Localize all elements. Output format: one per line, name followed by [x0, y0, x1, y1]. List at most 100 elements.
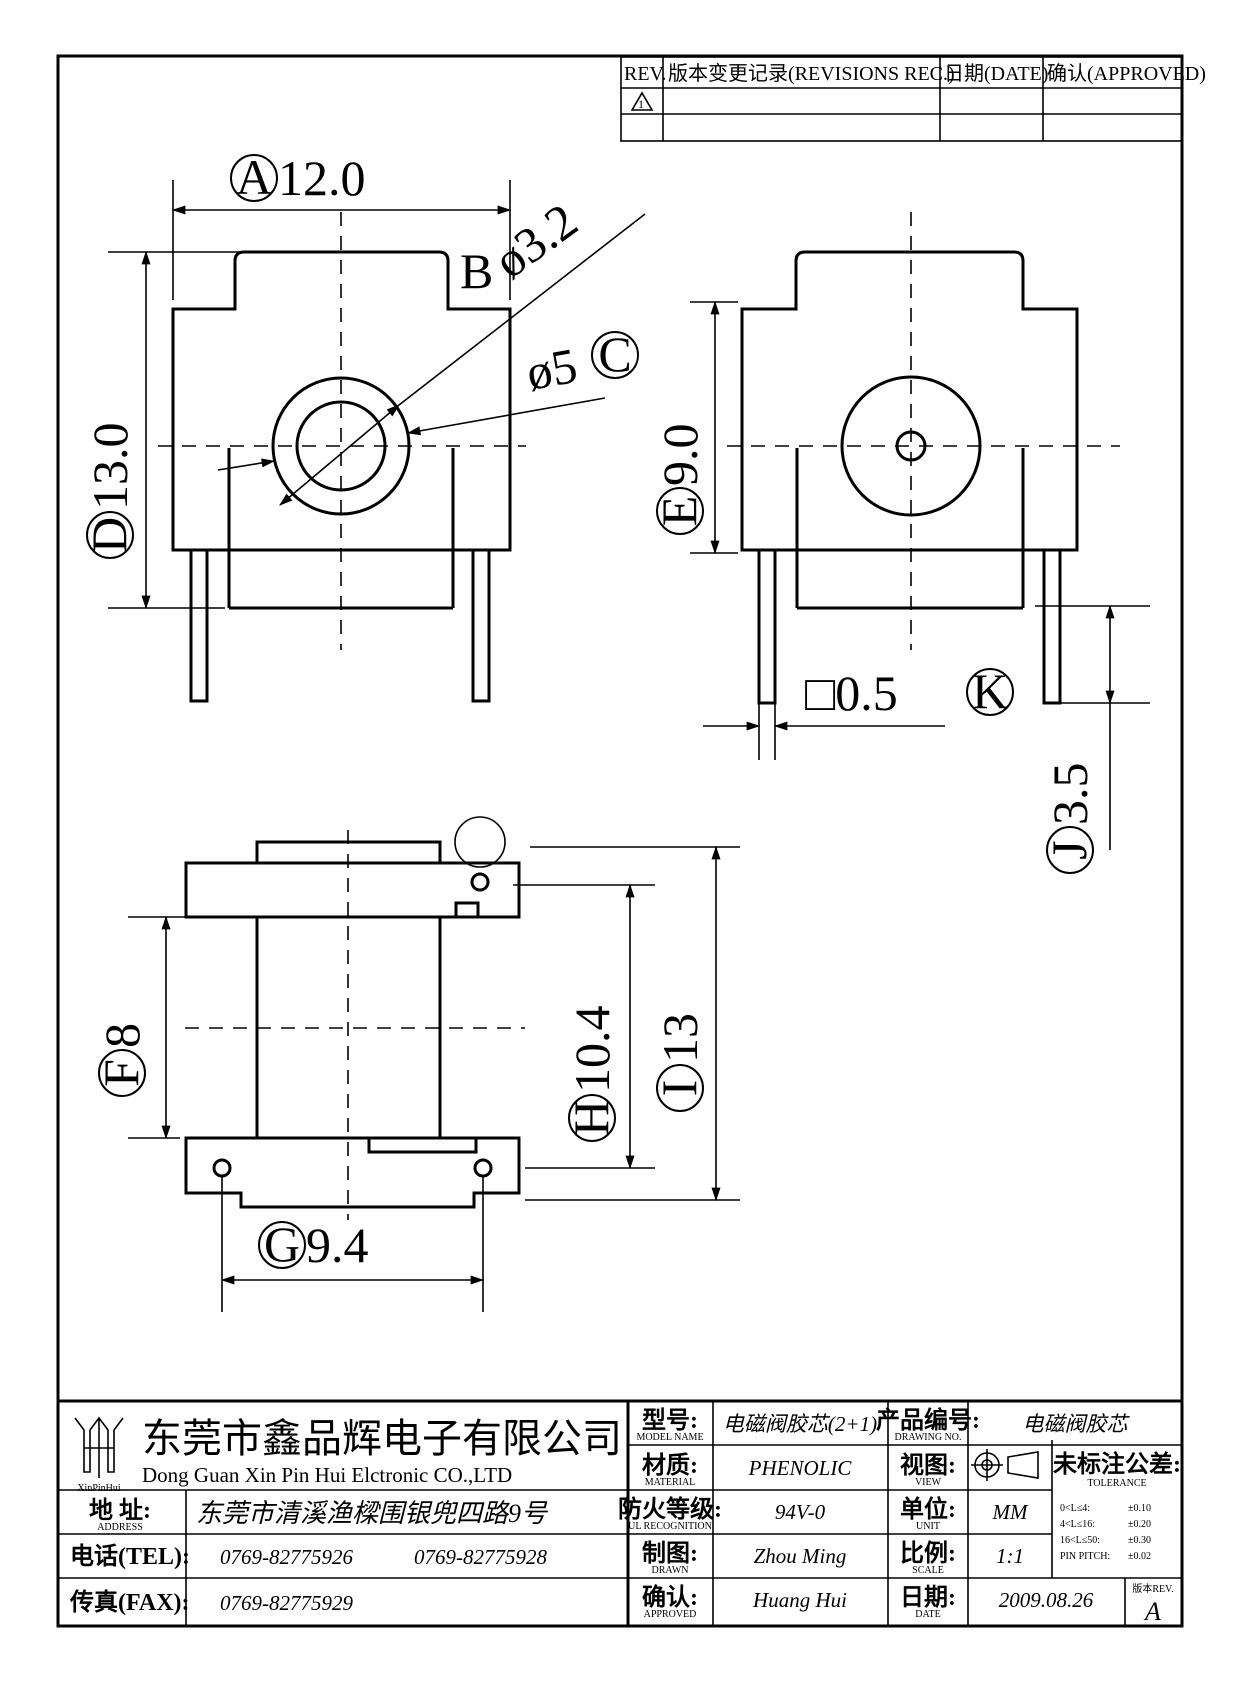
- core-circle: [840, 375, 982, 517]
- drawing-no-label-en: DRAWING NO.: [895, 1432, 962, 1443]
- tolerance-range-1: 0<L≤4:: [1060, 1503, 1090, 1514]
- tolerance-range-2: 4<L≤16:: [1060, 1519, 1095, 1530]
- bobbin-outline-front: [171, 250, 512, 552]
- bobbin-outline-rear: [740, 250, 1079, 552]
- dim-label-D: D 13.0: [81, 423, 138, 559]
- dim-value-B: ø3.2: [484, 192, 588, 289]
- svg-text:D: D: [81, 517, 137, 553]
- dim-label-A: A 12.0: [230, 149, 366, 206]
- tolerance-value-3: ±0.30: [1128, 1535, 1151, 1546]
- date-label-en: DATE: [915, 1609, 941, 1620]
- dim-label-K: □0.5 K: [805, 663, 1014, 721]
- tolerance-value-2: ±0.20: [1128, 1519, 1151, 1530]
- drawn-value: Zhou Ming: [754, 1544, 847, 1568]
- dim-label-B: B ø3.2: [460, 192, 587, 299]
- svg-text:E: E: [651, 496, 707, 527]
- dim-value-J: 3.5: [1042, 763, 1098, 826]
- tel-value-1: 0769-82775926: [220, 1545, 353, 1569]
- material-label: 材质:: [642, 1452, 698, 1479]
- bottom-flange: [184, 1136, 521, 1209]
- scale-label-en: SCALE: [912, 1565, 944, 1576]
- unit-label-en: UNIT: [916, 1521, 940, 1532]
- detail-circle: [454, 816, 506, 868]
- dim-value-G: 9.4: [306, 1217, 369, 1273]
- flame-label-en: UL RECOGNITION: [628, 1521, 712, 1532]
- date-label: 日期:: [900, 1584, 956, 1611]
- logo-text: XinPinHui: [77, 1483, 121, 1494]
- flame-value: 94V-0: [775, 1500, 826, 1524]
- dim-value-E: 9.0: [652, 424, 708, 487]
- model-label-en: MODEL NAME: [636, 1432, 703, 1443]
- tolerance-range-3: 16<L≤50:: [1060, 1535, 1100, 1546]
- pin-left: [189, 548, 209, 703]
- revisions-header: 版本变更记录(REVISIONS REC.): [668, 62, 955, 85]
- svg-text:I: I: [651, 1080, 707, 1097]
- tolerance-value-1: ±0.10: [1128, 1503, 1151, 1514]
- company-logo: XinPinHui: [74, 1416, 124, 1494]
- drawing-no-value: 电磁阀胶芯: [1023, 1412, 1131, 1436]
- scale-value: 1:1: [996, 1544, 1024, 1568]
- dim-value-C: ø5: [522, 337, 581, 401]
- company-name-cn: 东莞市鑫品辉电子有限公司: [142, 1416, 622, 1461]
- svg-text:A: A: [236, 149, 272, 205]
- revision-table: REV. 版本变更记录(REVISIONS REC.) 日期(DATE) 确认(…: [620, 56, 1206, 142]
- pin-right-rear: [1042, 548, 1062, 705]
- address-label-en: ADDRESS: [97, 1522, 143, 1533]
- unit-value: MM: [992, 1500, 1029, 1524]
- rev-label: 版本REV.: [1132, 1582, 1173, 1595]
- pin-left-rear: [757, 548, 777, 705]
- top-flange: [184, 861, 521, 919]
- svg-text:K: K: [972, 663, 1008, 719]
- approved-label: 确认:: [642, 1584, 698, 1611]
- date-header: 日期(DATE): [944, 63, 1048, 85]
- svg-text:C: C: [598, 326, 631, 382]
- title-block: XinPinHui 东莞市鑫品辉电子有限公司 Dong Guan Xin Pin…: [58, 1399, 1182, 1626]
- tolerance-value-4: ±0.02: [1128, 1551, 1151, 1562]
- tel-label: 电话(TEL):: [70, 1543, 190, 1570]
- rev-value: A: [1143, 1597, 1161, 1626]
- approved-value: Huang Hui: [752, 1588, 847, 1612]
- address-value: 东莞市清溪渔樑围银兜四路9号: [196, 1499, 549, 1528]
- address-label: 地 址:: [89, 1497, 151, 1524]
- model-label: 型号:: [642, 1407, 698, 1434]
- drawn-label-en: DRAWN: [652, 1565, 689, 1576]
- svg-text:G: G: [264, 1216, 300, 1272]
- drawn-label: 制图:: [642, 1540, 698, 1567]
- svg-text:H: H: [563, 1100, 619, 1136]
- view-label-en: VIEW: [915, 1477, 942, 1488]
- svg-text:F: F: [93, 1059, 149, 1087]
- front-view: [108, 180, 646, 703]
- dim-label-G: G 9.4: [258, 1216, 369, 1273]
- approved-header: 确认(APPROVED): [1047, 62, 1206, 85]
- sheet-border: [56, 54, 1184, 1628]
- dim-value-A: 12.0: [278, 150, 366, 206]
- approved-label-en: APPROVED: [644, 1609, 697, 1620]
- company-name-en: Dong Guan Xin Pin Hui Elctronic CO.,LTD: [142, 1463, 512, 1487]
- fax-label: 传真(FAX):: [69, 1588, 190, 1616]
- dim-value-D: 13.0: [82, 423, 138, 511]
- dim-label-E: E 9.0: [651, 424, 708, 535]
- svg-text:B: B: [460, 243, 493, 299]
- date-value: 2009.08.26: [999, 1588, 1094, 1612]
- dim-value-H: 10.4: [564, 1006, 620, 1094]
- dim-label-F: F 8: [93, 1023, 150, 1097]
- tolerance-range-4: PIN PITCH:: [1060, 1551, 1110, 1562]
- dim-value-F: 8: [94, 1023, 150, 1048]
- dim-value-I: 13: [652, 1013, 708, 1063]
- flame-label: 防火等级:: [618, 1495, 722, 1523]
- dim-label-H: H 10.4: [563, 1006, 620, 1142]
- rear-view: [690, 212, 1150, 850]
- dim-label-C: ø5 C: [522, 326, 639, 401]
- material-label-en: MATERIAL: [645, 1477, 696, 1488]
- side-view: [128, 816, 740, 1312]
- rev-header: REV.: [624, 63, 666, 85]
- view-label: 视图:: [900, 1452, 956, 1479]
- model-value: 电磁阀胶芯(2+1): [723, 1412, 877, 1436]
- fax-value: 0769-82775929: [220, 1591, 353, 1615]
- dim-value-K: □0.5: [805, 665, 898, 721]
- tolerance-label-en: TOLERANCE: [1087, 1478, 1146, 1489]
- svg-text:J: J: [1041, 840, 1097, 859]
- revision-triangle-icon: [630, 91, 654, 111]
- drawing-no-label: 产品编号:: [876, 1406, 980, 1434]
